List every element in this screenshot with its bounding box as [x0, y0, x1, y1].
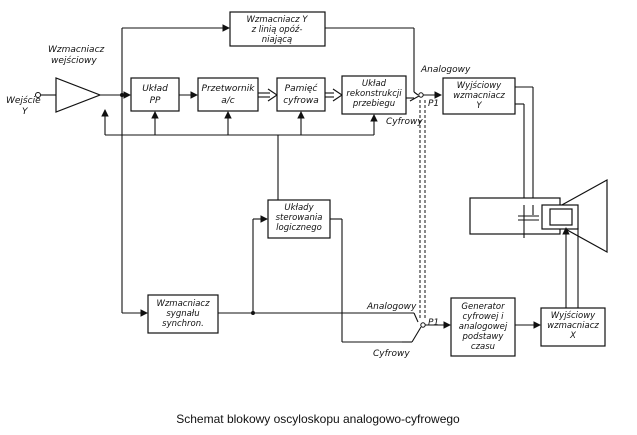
digital-top-label: Cyfrowy: [386, 117, 423, 127]
svg-text:wzmacniacz: wzmacniacz: [453, 91, 505, 101]
svg-text:Pamięć: Pamięć: [285, 83, 319, 94]
adc-label: Przetwornik a/c: [202, 84, 256, 106]
svg-text:Przetwornik: Przetwornik: [202, 84, 256, 94]
p1-top-label: P1: [428, 99, 439, 109]
control-logic-box: [267, 199, 331, 239]
svg-text:sterowania: sterowania: [276, 213, 323, 223]
svg-text:Wyjściowy: Wyjściowy: [457, 80, 502, 91]
digital-memory-box: [276, 77, 326, 112]
svg-text:Układ: Układ: [362, 79, 387, 89]
svg-text:Układy: Układy: [284, 203, 314, 213]
svg-text:a/c: a/c: [221, 96, 235, 106]
svg-text:przebiegu: przebiegu: [352, 99, 395, 109]
svg-text:Wzmacniacz: Wzmacniacz: [156, 299, 210, 309]
reconstruction-label: Układ rekonstrukcji przebiegu: [346, 79, 402, 109]
svg-text:X: X: [569, 331, 576, 341]
svg-text:cyfrowej i: cyfrowej i: [463, 312, 505, 322]
delay-amplifier-label: Wzmacniacz Y z linią opóź- niającą: [246, 15, 308, 45]
output-x-amplifier-box: [540, 307, 606, 347]
svg-text:Y: Y: [22, 107, 29, 117]
svg-text:Y: Y: [476, 101, 482, 111]
svg-text:Generator: Generator: [461, 302, 505, 312]
output-x-amplifier-label: Wyjściowy wzmacniacz X: [547, 310, 599, 341]
svg-text:wejściowy: wejściowy: [51, 55, 97, 66]
sync-amplifier-box: [147, 294, 219, 334]
pp-circuit-box: [130, 77, 180, 112]
input-amplifier-label: Wzmacniacz wejściowy: [48, 45, 105, 66]
svg-text:analogowej: analogowej: [459, 322, 508, 332]
svg-text:rekonstrukcji: rekonstrukcji: [346, 89, 402, 99]
figure-caption: Schemat blokowy oscyloskopu analogowo-cy…: [176, 412, 460, 426]
timebase-generator-box: [450, 297, 516, 357]
svg-text:niającą: niającą: [262, 35, 292, 45]
control-logic-label: Układy sterowania logicznego: [276, 203, 323, 233]
svg-text:Wzmacniacz Y: Wzmacniacz Y: [246, 15, 308, 25]
svg-text:Wyjściowy: Wyjściowy: [551, 310, 596, 321]
svg-text:wzmacniacz: wzmacniacz: [547, 321, 599, 331]
reconstruction-box: [341, 75, 407, 115]
digital-bottom-label: Cyfrowy: [373, 349, 410, 359]
analog-bottom-label: Analogowy: [366, 302, 417, 312]
svg-text:podstawy: podstawy: [462, 332, 505, 342]
switch-p1-bottom[interactable]: [411, 326, 422, 343]
sync-amplifier-label: Wzmacniacz sygnału synchron.: [156, 299, 210, 329]
output-y-amplifier-box: [442, 77, 516, 115]
input-amplifier: [55, 77, 102, 113]
adc-box: [197, 77, 259, 112]
analog-top-label: Analogowy: [420, 65, 471, 75]
svg-text:czasu: czasu: [471, 342, 495, 352]
svg-text:cyfrowa: cyfrowa: [283, 96, 319, 106]
svg-text:z linią opóź-: z linią opóź-: [251, 24, 303, 35]
crt-tube: [469, 178, 608, 254]
svg-text:logicznego: logicznego: [276, 223, 322, 233]
input-terminal: [35, 92, 41, 98]
svg-text:Układ: Układ: [142, 84, 168, 94]
input-label: Wejście Y: [6, 95, 41, 117]
svg-text:sygnału: sygnału: [166, 309, 199, 319]
switch-p1-top[interactable]: [409, 95, 420, 102]
timebase-generator-label: Generator cyfrowej i analogowej podstawy…: [459, 302, 508, 352]
svg-text:PP: PP: [150, 96, 161, 106]
delay-amplifier-box: [229, 11, 326, 47]
output-y-amplifier-label: Wyjściowy wzmacniacz Y: [453, 80, 505, 111]
pp-circuit-label: Układ PP: [142, 84, 168, 106]
svg-text:synchron.: synchron.: [162, 319, 204, 329]
p1-bottom-label: P1: [428, 318, 439, 328]
svg-text:Wzmacniacz: Wzmacniacz: [48, 45, 105, 55]
svg-text:Wejście: Wejście: [6, 95, 41, 106]
digital-memory-label: Pamięć cyfrowa: [283, 83, 319, 106]
